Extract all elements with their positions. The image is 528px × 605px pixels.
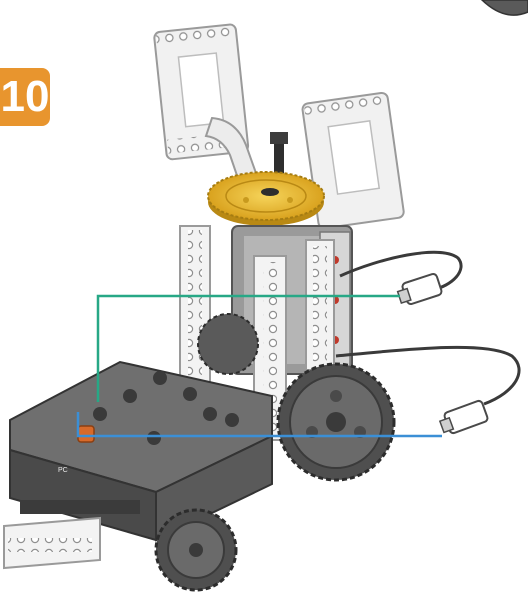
motor-connector-icon (438, 399, 489, 435)
motor-connector-icon (396, 273, 443, 305)
corner-wheel-fragment (480, 0, 528, 16)
cable-upper (339, 250, 463, 292)
controller-port-label: PC (58, 467, 68, 474)
wheel-front (154, 508, 238, 592)
vertical-beam-right (305, 239, 335, 371)
gear-icon (207, 171, 325, 226)
beam-frame-right (301, 91, 405, 230)
base-beam (3, 516, 101, 570)
wheel-back-left (197, 313, 259, 375)
guide-line-green (96, 294, 400, 402)
guide-line-blue (76, 412, 442, 438)
cable-lower (335, 345, 521, 406)
wheel-icon (276, 362, 396, 482)
controller-icon: PC (9, 360, 273, 542)
axle (270, 132, 288, 202)
step-number-badge: 10 (0, 68, 50, 126)
